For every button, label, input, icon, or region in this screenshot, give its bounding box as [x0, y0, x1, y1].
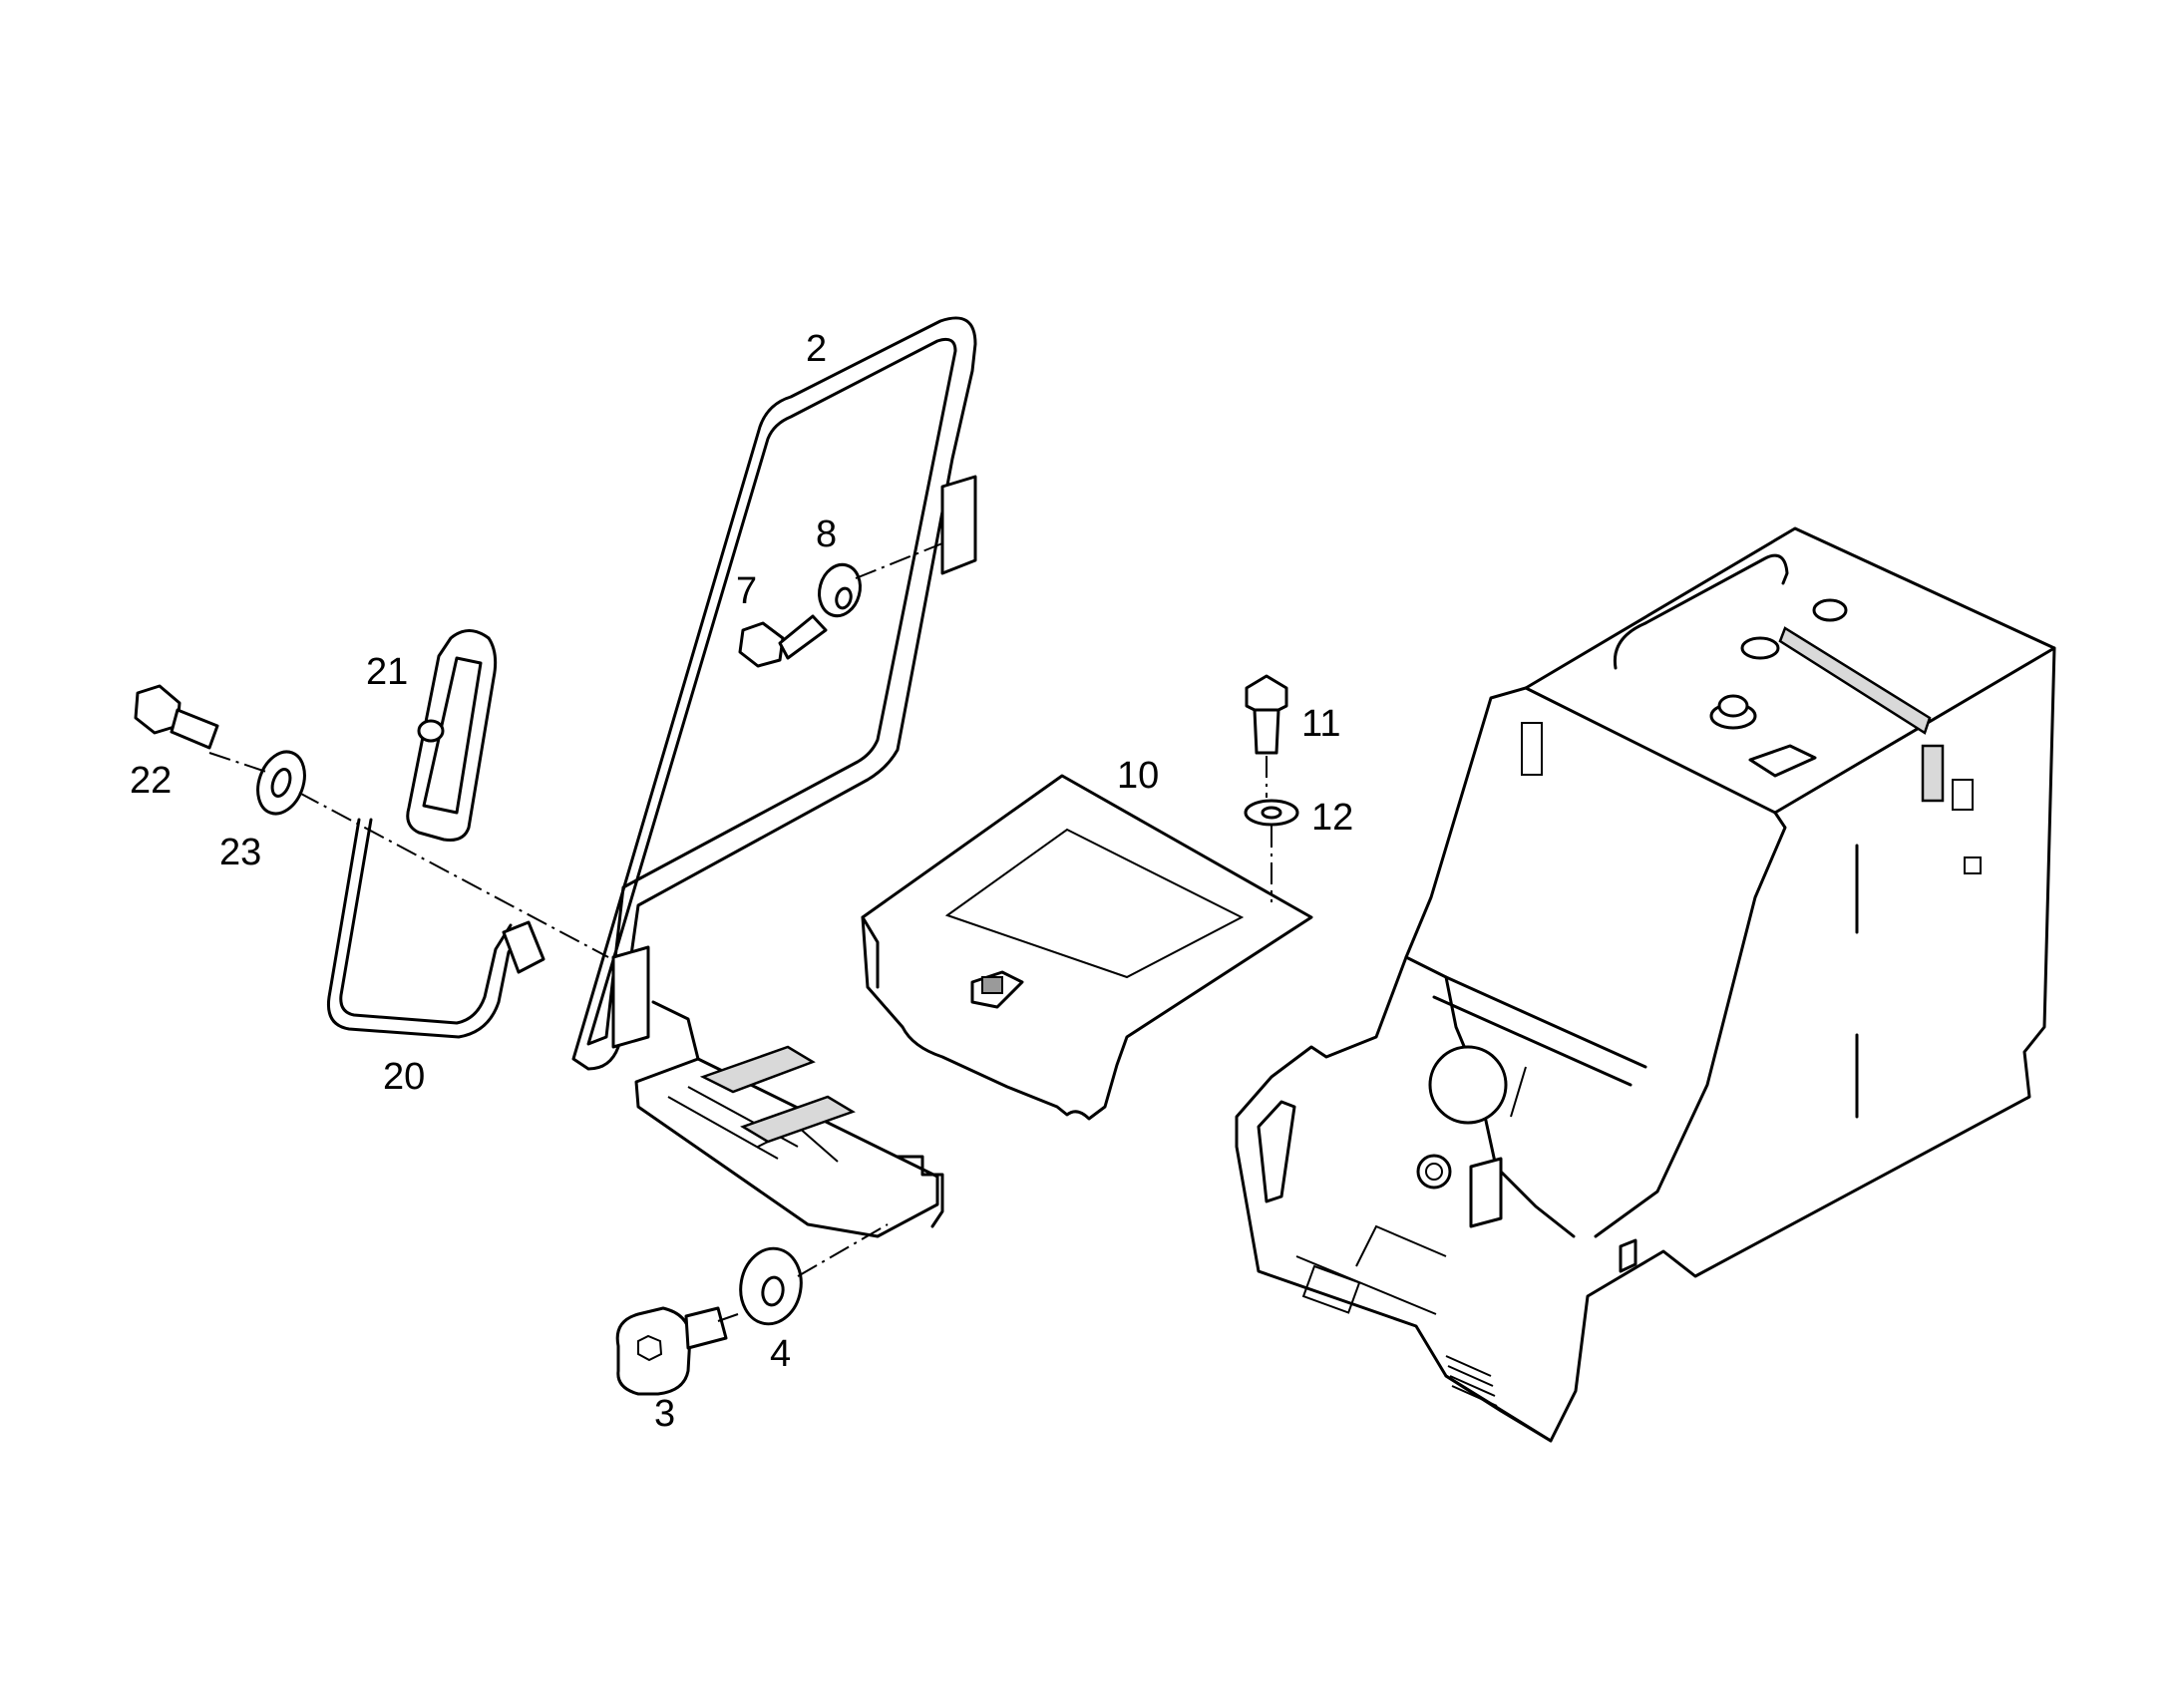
rod-part-20: [326, 818, 545, 1039]
bolt-part-11: [1245, 674, 1288, 755]
callout-12: 12: [1311, 797, 1353, 839]
callout-3: 3: [654, 1393, 675, 1435]
callout-20: 20: [383, 1056, 425, 1098]
callout-23: 23: [219, 832, 261, 873]
cover-part-10: [861, 774, 1313, 1121]
main-housing: [1235, 526, 2056, 1443]
bolt-part-22: [134, 684, 219, 750]
callout-8: 8: [816, 513, 837, 555]
bolt-part-7: [738, 614, 828, 668]
assembly-lines: [208, 542, 1272, 1322]
screw-part-3: [615, 1306, 728, 1396]
washer-part-12: [1244, 799, 1299, 827]
callout-10: 10: [1117, 755, 1159, 797]
mounting-plate: [634, 1000, 944, 1238]
frame-part-2: [571, 316, 977, 1071]
callout-21: 21: [366, 651, 408, 693]
callout-4: 4: [770, 1333, 791, 1375]
washer-part-8: [818, 562, 862, 618]
washer-part-23: [256, 750, 306, 816]
callout-11: 11: [1301, 703, 1340, 745]
callout-2: 2: [806, 328, 827, 370]
callout-labels: 2 3 4 7 8 10 11 12 20 21 22 23: [130, 328, 1353, 1435]
callout-7: 7: [736, 570, 757, 612]
washer-part-4: [739, 1246, 803, 1326]
vent-grille: [1445, 1355, 1498, 1407]
callout-22: 22: [130, 760, 172, 802]
pad-part-21: [406, 629, 498, 842]
